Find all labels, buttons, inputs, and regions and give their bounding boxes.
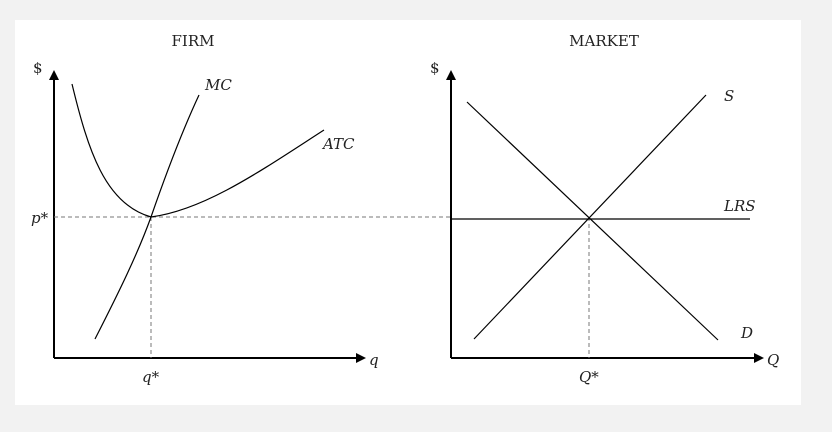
- mc-label: MC: [204, 76, 232, 94]
- demand-curve: [466, 101, 719, 341]
- demand-label: D: [740, 324, 753, 342]
- atc-label: ATC: [321, 135, 355, 153]
- atc-curve: [71, 83, 325, 218]
- firm-title: FIRM: [172, 32, 215, 50]
- supply-curve: [473, 94, 707, 340]
- figure-frame: [15, 20, 801, 405]
- firm-y-axis-label: $: [33, 59, 43, 77]
- market-y-axis-label: $: [430, 59, 440, 77]
- firm-quantity-label: q*: [142, 368, 160, 386]
- market-quantity-label: Q*: [579, 368, 599, 386]
- lrs-label: LRS: [723, 197, 756, 215]
- supply-label: S: [724, 87, 734, 105]
- market-title: MARKET: [569, 32, 639, 50]
- market-x-axis-label: Q: [767, 351, 779, 369]
- market-panel: MARKET $ Q S LRS D Q*: [430, 32, 779, 386]
- firm-x-axis-label: q: [369, 351, 379, 369]
- firm-panel: FIRM $ q MC ATC p* q*: [31, 32, 451, 386]
- price-label: p*: [31, 209, 49, 227]
- mc-curve: [94, 94, 200, 340]
